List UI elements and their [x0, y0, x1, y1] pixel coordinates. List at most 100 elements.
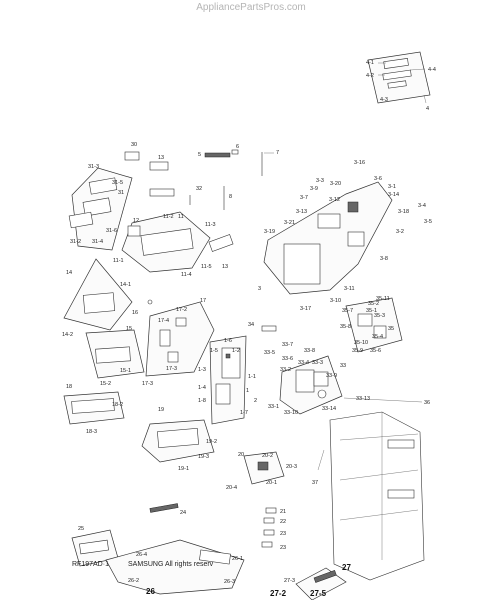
label-27-5: 27-5 — [310, 589, 327, 598]
part-13-right[interactable] — [208, 234, 234, 252]
label-16: 16 — [132, 310, 138, 316]
label-3-13: 3-13 — [296, 209, 307, 215]
label-14-2: 14-2 — [62, 332, 73, 338]
label-20: 20 — [238, 452, 244, 458]
assembly-35-panel — [345, 297, 403, 353]
label-18: 18 — [66, 384, 72, 390]
label-1-1: 1-1 — [248, 374, 256, 380]
part-1-4[interactable] — [215, 383, 231, 405]
part-23b[interactable] — [261, 541, 273, 548]
label-20-2: 20-2 — [262, 453, 273, 459]
part-33-9[interactable] — [317, 389, 327, 399]
parts-32-8: 32 8 — [149, 186, 232, 210]
part-22[interactable] — [263, 517, 275, 524]
part-17-3[interactable] — [167, 351, 179, 363]
part-3-6[interactable] — [347, 231, 365, 247]
part-3-16[interactable] — [347, 201, 359, 213]
label-4-2: 4-2 — [366, 73, 374, 79]
part-19-2[interactable] — [157, 427, 199, 449]
assembly-11: 12 11 11-2 11-3 11-1 11-5 13 11-4 — [113, 211, 234, 278]
assembly-25-26: 25 26-4 26-1 26-2 26-3 26 — [71, 526, 245, 596]
label-33-8: 33-8 — [304, 348, 315, 354]
label-26-3: 26-3 — [224, 579, 235, 585]
label-11: 11 — [178, 214, 184, 220]
label-2: 2 — [254, 398, 257, 404]
label-33-14: 33-14 — [322, 406, 336, 412]
part-31-2[interactable] — [68, 211, 94, 229]
part-33-4[interactable] — [295, 369, 315, 393]
copyright-text: SAMSUNG All rights reserv — [128, 561, 214, 568]
part-1-2[interactable] — [225, 353, 231, 359]
assembly-33: 33-5 33-7 33-8 33-6 33-4 33-2 33-3 33-1 … — [264, 342, 430, 416]
part-15-1[interactable] — [95, 346, 131, 364]
part-17-4[interactable] — [159, 329, 171, 347]
label-23: 23 — [280, 531, 286, 537]
label-33-2: 33-2 — [280, 367, 291, 373]
label-36: 36 — [424, 400, 430, 406]
label-33-9: 33-9 — [326, 373, 337, 379]
part-24-group: 24 — [149, 503, 186, 516]
part-34[interactable] — [261, 325, 277, 332]
part-5[interactable] — [204, 152, 231, 158]
part-23[interactable] — [263, 529, 275, 536]
assembly-3: 3-16 3-6 3-1 3-14 3-4 3-18 3-5 3-2 3-8 3… — [258, 160, 432, 312]
label-24: 24 — [180, 510, 186, 516]
label-20-1: 20-1 — [266, 480, 277, 486]
part-24[interactable] — [149, 503, 179, 513]
part-31-5[interactable] — [82, 197, 112, 217]
label-14-1: 14-1 — [120, 282, 131, 288]
part-6[interactable] — [231, 149, 239, 155]
part-4-1[interactable] — [383, 58, 409, 69]
part-27-5[interactable] — [313, 570, 337, 583]
part-11-2[interactable] — [140, 228, 194, 256]
part-18-2[interactable] — [71, 398, 115, 414]
label-31-3: 31-3 — [88, 164, 99, 170]
part-31-3[interactable] — [88, 177, 118, 195]
part-3-13[interactable] — [317, 213, 341, 229]
part-17-2[interactable] — [175, 317, 187, 327]
part-4-2[interactable] — [382, 69, 412, 81]
part-35-2[interactable] — [357, 313, 373, 327]
part-14-1[interactable] — [82, 292, 116, 314]
label-27-2: 27-2 — [270, 589, 287, 598]
label-31: 31 — [118, 190, 124, 196]
part-33-2[interactable] — [313, 371, 329, 387]
label-1-3: 1-3 — [198, 367, 206, 373]
label-15-2: 15-2 — [100, 381, 111, 387]
part-16[interactable] — [147, 299, 153, 305]
label-4-3: 4-3 — [380, 97, 388, 103]
assembly-19: 19 19-2 19-3 19-1 — [141, 407, 217, 472]
part-13-top[interactable] — [149, 161, 169, 171]
part-35-10[interactable] — [373, 325, 387, 339]
label-35-2: 35-2 — [368, 301, 379, 307]
label-35-6: 35-6 — [370, 348, 381, 354]
label-19-1: 19-1 — [178, 466, 189, 472]
part-25[interactable] — [79, 539, 109, 555]
part-3-11-body[interactable] — [283, 243, 321, 285]
part-4-3[interactable] — [387, 80, 407, 89]
cabinet-shelf-1[interactable] — [387, 439, 415, 449]
assembly-18: 18 18-2 18-3 — [63, 384, 125, 435]
assembly-31: 31-3 31-5 31 31-6 31-2 31-4 — [68, 164, 133, 251]
label-15: 15 — [126, 326, 132, 332]
label-20-4: 20-4 — [226, 485, 237, 491]
label-3-20: 3-20 — [330, 181, 341, 187]
part-30[interactable] — [124, 151, 140, 161]
label-31-4: 31-4 — [92, 239, 103, 245]
part-21[interactable] — [265, 507, 277, 514]
part-12[interactable] — [127, 225, 141, 237]
label-17-2: 17-2 — [176, 307, 187, 313]
part-32-tray[interactable] — [149, 188, 175, 197]
label-18-2: 18-2 — [112, 402, 123, 408]
label-22: 22 — [280, 519, 286, 525]
label-14: 14 — [66, 270, 72, 276]
part-20-3[interactable] — [257, 461, 269, 471]
cabinet-shelf-2[interactable] — [387, 489, 415, 499]
label-34: 34 — [248, 322, 254, 328]
assembly-15: 15 15-1 15-2 — [85, 326, 145, 387]
part-26-1[interactable] — [199, 549, 231, 565]
assembly-17: 17 17-2 17-4 17-3 17-3 — [142, 298, 215, 387]
label-35-10: 35-10 — [354, 340, 368, 346]
label-1-4: 1-4 — [198, 385, 206, 391]
